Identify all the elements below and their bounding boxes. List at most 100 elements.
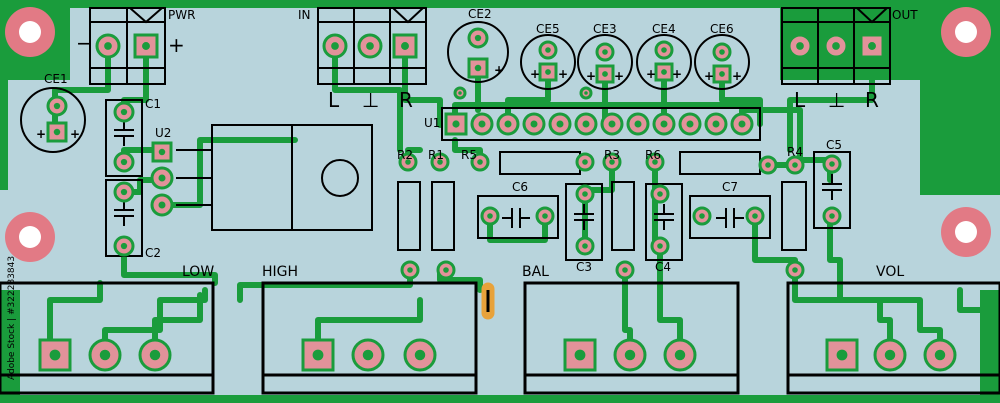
- pad-c7-b-drill: [752, 213, 758, 219]
- trace-vol-pins: [792, 267, 893, 358]
- via-left-drill: [458, 91, 462, 95]
- c2-symbol: [114, 200, 134, 226]
- pad-ce1-neg-drill: [53, 102, 61, 110]
- pad-c3-a-drill: [582, 191, 588, 197]
- pad-pot3-3-drill: [674, 349, 686, 361]
- pad-r1-a-drill: [437, 159, 443, 165]
- ce3-outline: [577, 34, 633, 90]
- pad-out-l-drill: [796, 42, 804, 50]
- pad-r3-b-drill: [622, 267, 628, 273]
- pad-c7-a-drill: [699, 213, 705, 219]
- connector-out-outline: [781, 7, 891, 85]
- label-ce2: CE2: [468, 7, 492, 21]
- label-in-gnd: ⊥: [362, 88, 379, 112]
- connector-in-outline: [317, 7, 427, 85]
- trace-c6: [487, 213, 548, 243]
- pad-u1-11-drill: [712, 120, 720, 128]
- pad-c2-b-drill: [120, 242, 128, 250]
- plus-ce1-a: +: [36, 127, 46, 141]
- trace-bal-pins-2: [657, 247, 683, 358]
- pad-ce1-pos-drill: [53, 128, 61, 136]
- pad-ce5-pos-drill: [545, 69, 551, 75]
- pad-ce2-pos-drill: [474, 64, 482, 72]
- label-ce5: CE5: [536, 22, 560, 36]
- pad-c3-b-drill: [582, 243, 588, 249]
- label-pwr-minus: −: [76, 31, 93, 55]
- connector-pwr-outline: [89, 7, 166, 85]
- pad-u1-12-drill: [738, 120, 746, 128]
- pad-ce5-neg-drill: [545, 47, 551, 53]
- pad-r4-b-drill: [792, 267, 798, 273]
- pads: +++++++++++: [36, 27, 957, 372]
- label-ce6: CE6: [710, 22, 734, 36]
- pad-u2-2-drill: [158, 174, 166, 182]
- pad-ce4-pos-drill: [661, 69, 667, 75]
- mount-hole-top-left: [5, 7, 55, 57]
- trace-ce5: [505, 69, 551, 127]
- pad-u1-9-drill: [660, 120, 668, 128]
- label-pwr-plus: +: [168, 33, 185, 57]
- label-r4: R4: [787, 145, 803, 159]
- pad-u2-1-drill: [158, 148, 166, 156]
- pad-pot2-1-drill: [312, 349, 324, 361]
- pad-out-r-drill: [868, 42, 876, 50]
- label-c7: C7: [722, 180, 738, 194]
- u1-outline: [441, 107, 761, 141]
- pad-c1-b-drill: [120, 158, 128, 166]
- r2-outline: [397, 181, 421, 251]
- pad-u1-10-drill: [686, 120, 694, 128]
- plus-ce6-a: +: [704, 69, 714, 83]
- trace-r3-c3: [582, 159, 615, 249]
- pad-in-gnd-drill: [366, 42, 374, 50]
- plus-ce3-a: +: [586, 69, 596, 83]
- label-u1: U1: [424, 116, 440, 130]
- pad-r5-a-drill: [477, 159, 483, 165]
- label-c2: C2: [145, 246, 161, 260]
- plus-ce1-b: +: [70, 127, 80, 141]
- pad-u1-4-drill: [530, 120, 538, 128]
- plus-ce4-a: +: [646, 67, 656, 81]
- label-pot-high: HIGH: [262, 264, 298, 280]
- plus-ce6-b: +: [732, 69, 742, 83]
- mount-hole-bottom-right: [941, 207, 991, 257]
- ce6-outline: [694, 34, 750, 90]
- pad-ce6-pos-drill: [719, 71, 725, 77]
- mounting-holes: [5, 7, 991, 262]
- label-r3: R3: [604, 148, 620, 162]
- jumper: [481, 282, 495, 320]
- trace-left-loop: [47, 280, 103, 343]
- label-c1: C1: [145, 97, 161, 111]
- label-c5: C5: [826, 138, 842, 152]
- plus-ce4-b: +: [672, 67, 682, 81]
- label-out: OUT: [892, 8, 918, 22]
- c4-outline: [645, 183, 683, 261]
- pad-pot2-3-drill: [414, 349, 426, 361]
- label-pot-vol: VOL: [876, 264, 904, 280]
- r3-outline: [611, 181, 635, 251]
- pad-c1-a-drill: [120, 108, 128, 116]
- ce2-outline: [447, 21, 509, 83]
- label-r6: R6: [645, 148, 661, 162]
- pad-u1-6-drill: [582, 120, 590, 128]
- pad-pwr-1-drill: [142, 42, 150, 50]
- trace-low-pins-2: [152, 292, 203, 358]
- pad-ce4-neg-drill: [661, 47, 667, 53]
- pad-pot4-2-drill: [884, 349, 896, 361]
- label-pot-low: LOW: [182, 264, 214, 280]
- pad-in-l-drill: [331, 42, 339, 50]
- c7-symbol: [716, 208, 744, 228]
- pad-pot4-1-drill: [836, 349, 848, 361]
- pad-c4-a-drill: [657, 191, 663, 197]
- pad-in-r-drill: [401, 42, 409, 50]
- c6-symbol: [502, 208, 530, 228]
- pad-u1-5-drill: [556, 120, 564, 128]
- pad-c2-a-drill: [120, 188, 128, 196]
- pad-c6-b-drill: [542, 213, 548, 219]
- capacitor-symbols: [114, 120, 842, 230]
- pad-r1-b-drill: [443, 267, 449, 273]
- c4-symbol: [654, 204, 674, 230]
- label-ce4: CE4: [652, 22, 676, 36]
- pad-c4-b-drill: [657, 243, 663, 249]
- label-in-l: L: [328, 88, 340, 112]
- pad-u1-3-drill: [504, 120, 512, 128]
